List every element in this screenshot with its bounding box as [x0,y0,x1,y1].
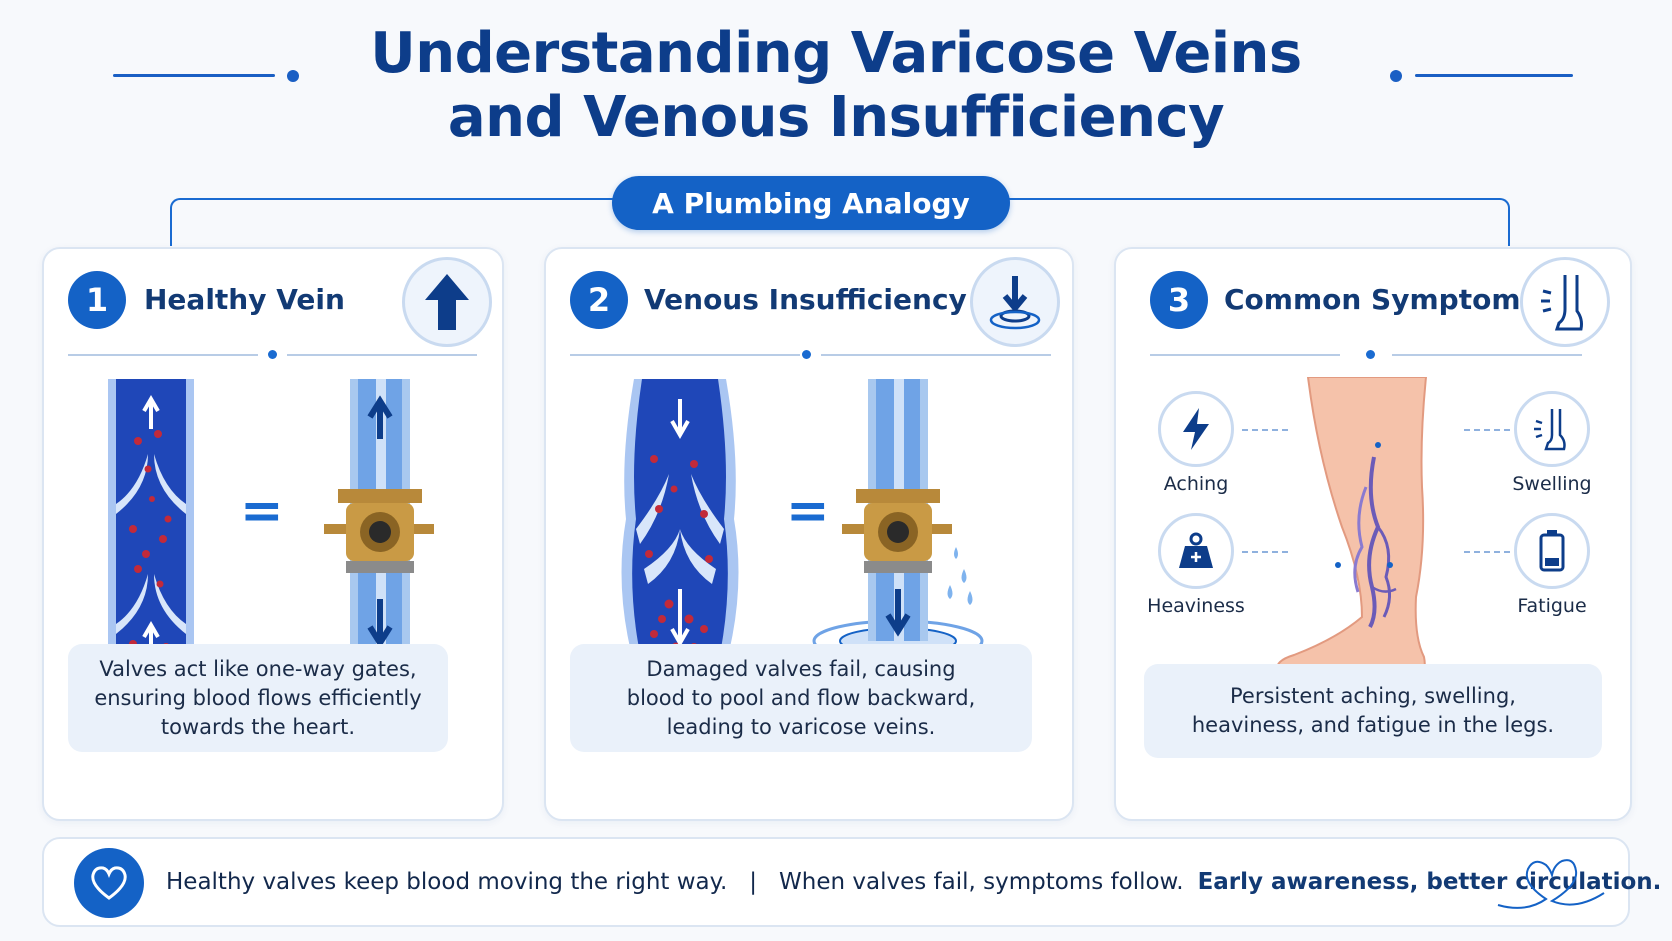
panel-separator-dot [1366,350,1375,359]
panel-description: Persistent aching, swelling, heaviness, … [1144,664,1602,758]
heart-icon [74,848,144,918]
pipe-valve-illustration [324,379,434,664]
footer-message: Healthy valves keep blood moving the rig… [166,839,1661,925]
panel-title: Healthy Vein [144,283,345,316]
footer-banner: Healthy valves keep blood moving the rig… [42,837,1661,927]
symptom-label-fatigue: Fatigue [1517,595,1587,617]
panel-description: Valves act like one-way gates, ensuring … [68,644,448,752]
description-line: Damaged valves fail, causing [646,656,956,681]
footer-text-3: Early awareness, better circulation. [1197,869,1662,895]
panel-number-badge: 3 [1150,271,1208,329]
arrow-up-icon [402,257,492,347]
title-decor-line-left [113,74,275,77]
title-decor-dot-right [1390,70,1402,82]
description-line: Valves act like one-way gates, [99,656,417,681]
panel-separator-left [1150,354,1340,356]
title-decor-dot-left [287,70,299,82]
symptom-connector [1464,551,1510,553]
description-line: blood to pool and flow backward, [626,685,976,710]
panel-number-badge: 1 [68,271,126,329]
low-battery-icon [1514,513,1590,589]
healthy-vein-illustration [108,379,194,664]
footer-text-2: When valves fail, symptoms follow. [779,869,1184,895]
leaking-pipe-illustration [812,379,984,663]
description-line: leading to varicose veins. [666,714,936,739]
panel-title: Venous Insufficiency [644,283,967,316]
heart-outline-icon [1497,859,1605,909]
footer-text-1: Healthy valves keep blood moving the rig… [166,869,728,895]
lightning-icon [1158,391,1234,467]
equals-sign: = [240,481,284,541]
damaged-vein-illustration [621,379,739,664]
title-line-1: Understanding Varicose Veins [370,21,1302,86]
weight-icon [1158,513,1234,589]
title-decor-line-right [1415,74,1573,77]
description-line: ensuring blood flows efficiently [94,685,422,710]
symptom-connector [1242,429,1288,431]
symptom-label-heaviness: Heaviness [1147,595,1245,617]
panel-common-symptoms: 3 Common Symptoms Aching Swelling [1114,247,1632,821]
panel-separator-right [1392,354,1582,356]
arrow-down-pool-icon [970,257,1060,347]
panel-healthy-vein: 1 Healthy Vein = [42,247,504,821]
description-line: towards the heart. [160,714,356,739]
analogy-pill: A Plumbing Analogy [612,176,1010,230]
panel-venous-insufficiency: 2 Venous Insufficiency = [544,247,1074,821]
symptom-label-aching: Aching [1163,473,1229,495]
symptom-connector [1242,551,1288,553]
panel-separator-dot [268,350,277,359]
panel-separator-right [287,354,477,356]
leg-illustration [1276,377,1428,682]
swollen-leg-icon [1514,391,1590,467]
panel-separator-right [821,354,1051,356]
equals-sign: = [786,481,830,541]
panel-separator-left [68,354,258,356]
panel-separator-dot [802,350,811,359]
panel-title: Common Symptoms [1224,283,1538,316]
panel-separator-left [570,354,800,356]
footer-separator: | [749,869,758,895]
description-line: Persistent aching, swelling, [1230,684,1516,708]
panel-number-badge: 2 [570,271,628,329]
panel-description: Damaged valves fail, causing blood to po… [570,644,1032,752]
leg-swelling-icon [1520,257,1610,347]
title-line-2: and Venous Insufficiency [447,85,1225,150]
symptom-connector [1464,429,1510,431]
page-title: Understanding Varicose Veins and Venous … [0,22,1672,150]
symptom-label-swelling: Swelling [1512,473,1592,495]
description-line: heaviness, and fatigue in the legs. [1191,713,1555,737]
